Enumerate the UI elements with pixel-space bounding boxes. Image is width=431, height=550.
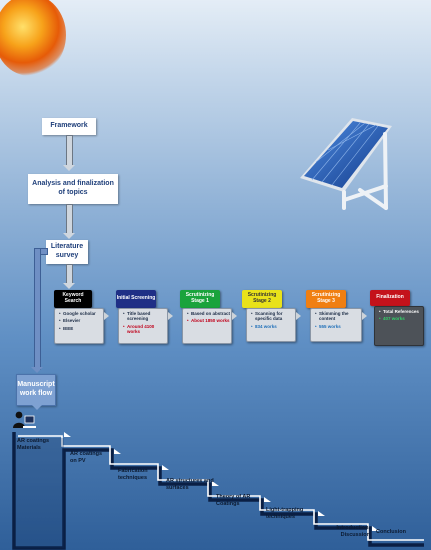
step-tab-marker bbox=[212, 481, 219, 486]
stage-chevron-arrow bbox=[232, 312, 237, 320]
step-ar-structures-surfaces: AR structures and surfaces bbox=[166, 478, 214, 491]
step-tab-marker bbox=[372, 526, 379, 531]
step-tab-marker bbox=[64, 432, 71, 437]
stage-chevron-arrow bbox=[104, 312, 109, 320]
step-conclusion: Conclusion bbox=[376, 529, 406, 535]
stage-chevron-arrow bbox=[362, 312, 367, 320]
stage-initial-screening-header: Initial Screening bbox=[116, 290, 156, 308]
stage-scrutinizing-2-header: Scrutinizing Stage 2 bbox=[242, 290, 282, 308]
stage-item: Around 4100 works bbox=[123, 324, 166, 335]
stage-keyword-search-body: Google scholar Elsevier IEEE bbox=[54, 308, 104, 344]
manuscript-down-arrowhead bbox=[31, 404, 43, 410]
stage-item: 407 works bbox=[379, 316, 422, 322]
step-fabrication-techniques: Fabrication techniques bbox=[118, 468, 148, 481]
step-tab-marker bbox=[318, 511, 325, 516]
framework-box: Framework bbox=[42, 118, 96, 135]
stage-finalization-header: Finalization bbox=[370, 290, 410, 306]
stage-item: 834 works bbox=[251, 324, 294, 330]
stage-item: Title based screening bbox=[123, 311, 166, 322]
stage-chevron-arrow bbox=[168, 312, 173, 320]
framework-down-arrow bbox=[63, 135, 75, 171]
step-tab-marker bbox=[114, 449, 121, 454]
manuscript-workflow-box: Manuscript work flow bbox=[16, 374, 56, 406]
stage-item: Scanning for specific data bbox=[251, 311, 294, 322]
step-tab-marker bbox=[162, 465, 169, 470]
step-light-trapping-techniques: Light-trapping techniques bbox=[266, 507, 304, 520]
solar-panel-icon bbox=[300, 118, 392, 210]
stage-item: IEEE bbox=[59, 326, 102, 332]
analysis-down-arrow bbox=[63, 204, 75, 239]
stage-item: Based on abstract bbox=[187, 311, 230, 317]
analysis-box: Analysis and finalization of topics bbox=[28, 174, 118, 204]
stage-scrutinizing-2-body: Scanning for specific data 834 works bbox=[246, 308, 296, 342]
step-ar-coatings-on-pv: AR coatings on PV bbox=[70, 451, 103, 464]
stage-item: Skimming the content bbox=[315, 311, 360, 322]
stage-keyword-search-header: Keyword Search bbox=[54, 290, 92, 308]
stage-scrutinizing-3-body: Skimming the content 555 works bbox=[310, 308, 362, 342]
step-theory-of-ar-coatings: Theory of AR Coatings bbox=[216, 494, 251, 507]
stage-scrutinizing-1-body: Based on abstract About 1850 works bbox=[182, 308, 232, 344]
step-ar-coatings-materials: AR coatings Materials bbox=[17, 438, 50, 451]
stage-item: Google scholar bbox=[59, 311, 102, 317]
connector-down-arrowhead bbox=[31, 367, 43, 373]
step-tab-marker bbox=[264, 497, 271, 502]
literature-down-arrow bbox=[63, 264, 75, 289]
stage-scrutinizing-1-header: Scrutinizing Stage 1 bbox=[180, 290, 220, 308]
stage-finalization-body: Total References 407 works bbox=[374, 306, 424, 346]
stage-initial-screening-body: Title based screening Around 4100 works bbox=[118, 308, 168, 344]
sun-icon bbox=[0, 0, 66, 76]
stage-chevron-arrow bbox=[296, 312, 301, 320]
stage-item: About 1850 works bbox=[187, 318, 230, 324]
stage-item: 555 works bbox=[315, 324, 360, 330]
stage-item: Elsevier bbox=[59, 318, 102, 324]
stage-scrutinizing-3-header: Scrutinizing Stage 3 bbox=[306, 290, 346, 308]
step-introduction-discussion: Introduction, Discussion bbox=[336, 525, 370, 538]
stage-item: Total References bbox=[379, 309, 422, 315]
literature-survey-box: Literature survey bbox=[46, 240, 88, 264]
person-at-computer-icon bbox=[13, 411, 36, 428]
